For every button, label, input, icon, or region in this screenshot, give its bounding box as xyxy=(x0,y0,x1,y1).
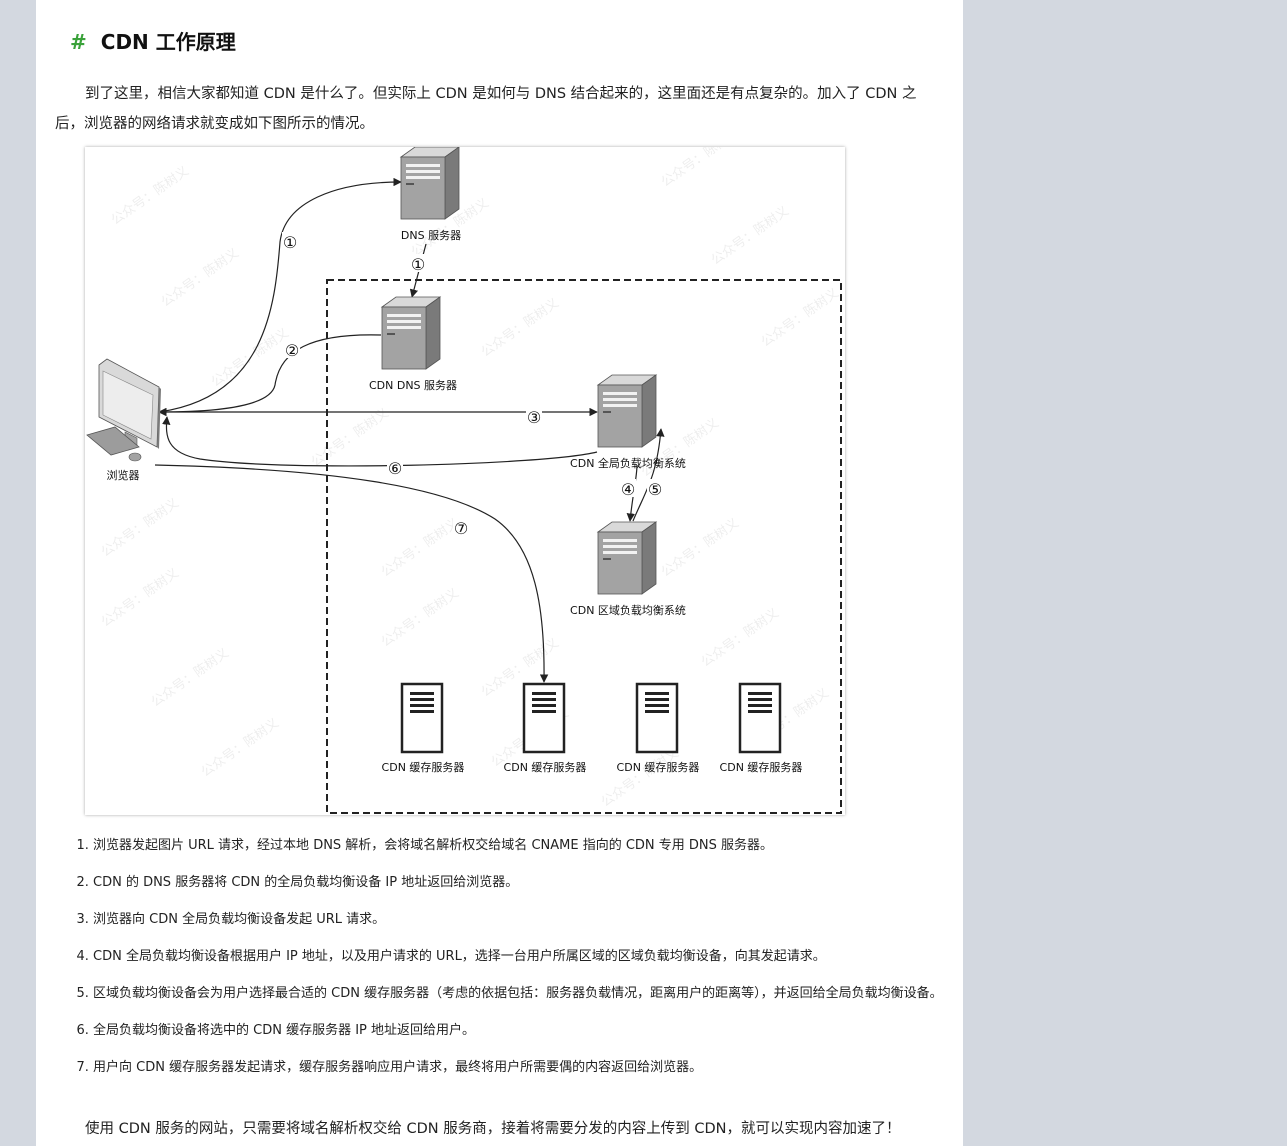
section-heading: # CDN 工作原理 xyxy=(70,26,236,55)
list-item: CDN 全局负载均衡设备根据用户 IP 地址，以及用户请求的 URL，选择一台用… xyxy=(93,945,963,968)
diagram-canvas: 公众号：陈树义 公众号：陈树义 公众号：陈树义 公众号：陈树义 公众号：陈树义 … xyxy=(86,147,842,814)
browser-label: 浏览器 xyxy=(107,468,140,482)
list-item: 用户向 CDN 缓存服务器发起请求，缓存服务器响应用户请求，最终将用户所需要偶的… xyxy=(93,1056,963,1079)
step-marker-7: ⑦ xyxy=(454,519,468,538)
watermark: 公众号：陈树义 xyxy=(98,565,182,630)
conclusion-paragraph: 使用 CDN 服务的网站，只需要将域名解析权交给 CDN 服务商，接着将需要分发… xyxy=(85,1121,901,1137)
cdn-dns-server-icon xyxy=(381,296,441,370)
browser-monitor-icon xyxy=(86,358,161,462)
heading-title: CDN 工作原理 xyxy=(100,30,236,54)
watermark: 公众号：陈树义 xyxy=(308,405,392,470)
watermark: 公众号：陈树义 xyxy=(698,605,782,670)
watermark: 公众号：陈树义 xyxy=(148,645,232,710)
intro-paragraph: 到了这里，相信大家都知道 CDN 是什么了。但实际上 CDN 是如何与 DNS … xyxy=(55,86,917,132)
watermark: 公众号：陈树义 xyxy=(708,203,792,268)
watermark: 公众号：陈树义 xyxy=(378,515,462,580)
list-item: 浏览器向 CDN 全局负载均衡设备发起 URL 请求。 xyxy=(93,908,963,931)
arrow-step-7 xyxy=(154,464,549,683)
watermark: 公众号：陈树义 xyxy=(378,585,462,650)
heading-anchor-hash[interactable]: # xyxy=(70,30,87,54)
list-item: CDN 的 DNS 服务器将 CDN 的全局负载均衡设备 IP 地址返回给浏览器… xyxy=(93,871,963,894)
cdn-dns-server-label: CDN DNS 服务器 xyxy=(369,379,457,392)
step-marker-1: ① xyxy=(283,233,297,252)
article-page: # CDN 工作原理 到了这里，相信大家都知道 CDN 是什么了。但实际上 CDN… xyxy=(36,0,963,1146)
regional-lb-server-icon xyxy=(597,521,657,595)
cache-server-label: CDN 缓存服务器 xyxy=(617,760,700,774)
watermark: 公众号：陈树义 xyxy=(108,163,192,228)
watermark: 公众号：陈树义 xyxy=(478,295,562,360)
cache-server-label: CDN 缓存服务器 xyxy=(720,760,803,774)
step-marker-6: ⑥ xyxy=(388,459,402,478)
step-marker-2: ② xyxy=(285,341,299,360)
steps-list: 浏览器发起图片 URL 请求，经过本地 DNS 解析，会将域名解析权交给域名 C… xyxy=(75,834,963,1093)
watermark: 公众号：陈树义 xyxy=(658,515,742,580)
cdn-cache-server-icon xyxy=(522,682,566,754)
global-lb-server-icon xyxy=(597,374,657,448)
cdn-cache-server-icon xyxy=(738,682,782,754)
page-background xyxy=(963,0,1287,1146)
step-marker-3: ③ xyxy=(527,408,541,427)
list-item: 浏览器发起图片 URL 请求，经过本地 DNS 解析，会将域名解析权交给域名 C… xyxy=(93,834,963,857)
watermark: 公众号：陈树义 xyxy=(158,245,242,310)
watermark: 公众号：陈树义 xyxy=(658,147,742,190)
watermark: 公众号：陈树义 xyxy=(198,715,282,780)
watermark: 公众号：陈树义 xyxy=(98,495,182,560)
cache-server-label: CDN 缓存服务器 xyxy=(504,760,587,774)
step-marker-4: ④ xyxy=(621,480,635,499)
cdn-boundary xyxy=(326,279,842,814)
dns-server-label: DNS 服务器 xyxy=(401,229,461,242)
regional-lb-label: CDN 区域负载均衡系统 xyxy=(570,603,686,617)
step-marker-5: ⑤ xyxy=(648,480,662,499)
global-lb-label: CDN 全局负载均衡系统 xyxy=(570,456,686,470)
watermark: 公众号：陈树义 xyxy=(598,745,682,810)
watermark-layer: 公众号：陈树义 公众号：陈树义 公众号：陈树义 公众号：陈树义 公众号：陈树义 … xyxy=(98,147,842,810)
step-marker-1b: ① xyxy=(411,255,425,274)
cdn-architecture-diagram: 公众号：陈树义 公众号：陈树义 公众号：陈树义 公众号：陈树义 公众号：陈树义 … xyxy=(85,147,845,815)
cdn-cache-server-icon xyxy=(400,682,444,754)
arrow-step-6 xyxy=(162,416,598,467)
dns-server-icon xyxy=(400,147,460,220)
cdn-cache-server-icon xyxy=(635,682,679,754)
list-item: 区域负载均衡设备会为用户选择最合适的 CDN 缓存服务器（考虑的依据包括：服务器… xyxy=(93,982,963,1005)
arrow-step-1a xyxy=(158,177,402,413)
cache-server-label: CDN 缓存服务器 xyxy=(382,760,465,774)
watermark: 公众号：陈树义 xyxy=(758,285,842,350)
list-item: 全局负载均衡设备将选中的 CDN 缓存服务器 IP 地址返回给用户。 xyxy=(93,1019,963,1042)
